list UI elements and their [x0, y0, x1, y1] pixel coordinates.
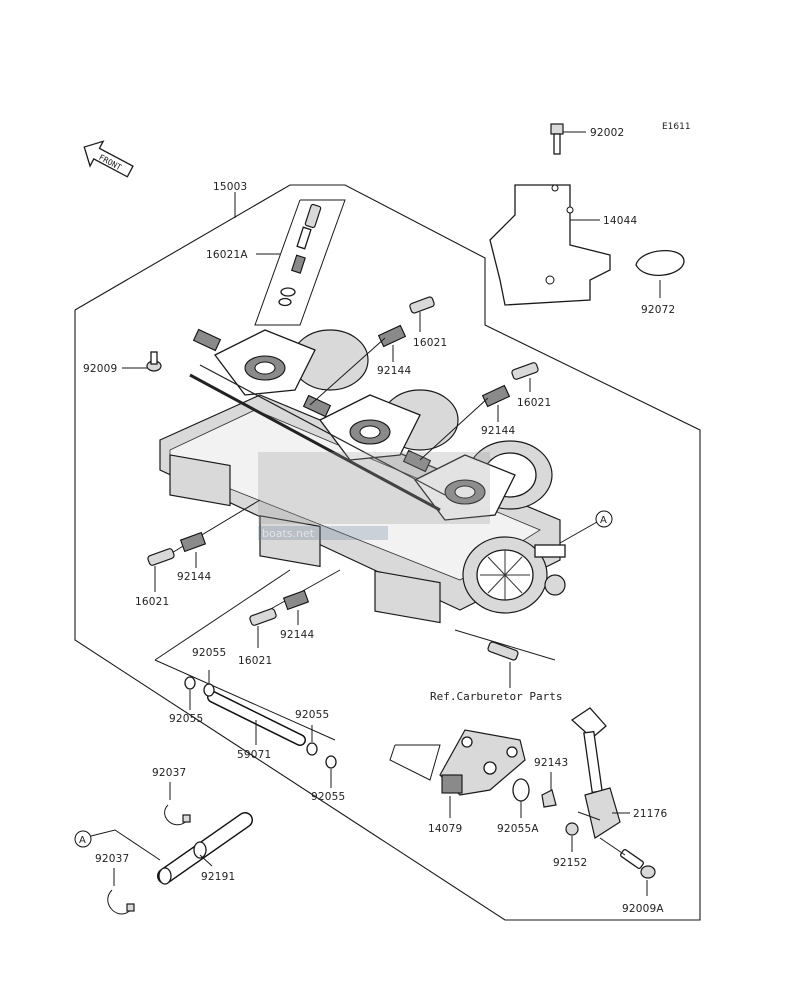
bracket-14079 — [439, 729, 526, 796]
callout-a-right-letter: A — [600, 515, 607, 526]
label-92144-left2: 92144 — [280, 629, 315, 641]
hose-92191 — [157, 812, 253, 885]
pipe-59071 — [207, 691, 306, 746]
oring-92055-a — [184, 676, 196, 690]
oring-92055-d — [325, 755, 337, 769]
spring-92144-left1 — [179, 531, 207, 553]
label-92072: 92072 — [641, 304, 675, 316]
label-92009: 92009 — [83, 363, 117, 375]
label-92055A: 92055A — [497, 823, 539, 835]
label-16021-left1: 16021 — [135, 596, 169, 608]
spring-92144-top1 — [377, 324, 407, 348]
label-92037-a: 92037 — [152, 767, 186, 779]
carb-bolt — [487, 641, 519, 661]
label-92144-top1: 92144 — [377, 365, 412, 377]
carburetor-assembly — [159, 328, 566, 624]
assembly-frame — [74, 184, 701, 921]
label-92055-c: 92055 — [295, 709, 329, 721]
screw-16021-top2 — [511, 362, 539, 380]
label-16021A: 16021A — [206, 249, 248, 261]
label-92143: 92143 — [534, 757, 568, 769]
screw-16021-left2 — [249, 608, 277, 626]
label-92152: 92152 — [553, 857, 587, 869]
callout-a-left-letter: A — [79, 835, 86, 846]
label-92037-b: 92037 — [95, 853, 129, 865]
callout-a-right — [595, 510, 613, 528]
screw-16021-left1 — [147, 548, 175, 566]
oring-92055-c — [306, 742, 318, 756]
pilot-screw-part — [278, 203, 322, 307]
clamp-92037-b — [107, 889, 135, 915]
bolt-92002 — [550, 123, 564, 155]
label-92055-a: 92055 — [169, 713, 203, 725]
screw-16021-top1 — [409, 296, 435, 314]
washer-92152 — [565, 822, 579, 836]
label-92144-left1: 92144 — [177, 571, 212, 583]
watermark-text: boats.net — [262, 527, 315, 540]
label-16021-top2: 16021 — [517, 397, 551, 409]
label-92055-d: 92055 — [311, 791, 345, 803]
lever-21176 — [570, 707, 621, 839]
label-16021-left2: 16021 — [238, 655, 272, 667]
diagram-code: E1611 — [662, 122, 691, 132]
ref-carburetor-parts: Ref.Carburetor Parts — [430, 690, 562, 703]
label-92002: 92002 — [590, 127, 624, 139]
clamp-92037-a — [164, 804, 191, 826]
label-92009A: 92009A — [622, 903, 664, 915]
oring-92055A — [512, 778, 530, 802]
spring-92144-left2 — [282, 589, 310, 611]
label-92191: 92191 — [201, 871, 235, 883]
label-14044: 14044 — [603, 215, 638, 227]
oring-92055-b — [203, 683, 215, 697]
label-14079: 14079 — [428, 823, 462, 835]
bracket-14044 — [489, 184, 611, 306]
label-21176: 21176 — [633, 808, 668, 820]
spring-92144-top2 — [481, 384, 511, 408]
front-arrow-icon: FRONT — [83, 140, 134, 178]
label-15003: 15003 — [213, 181, 247, 193]
label-92055-b: 92055 — [192, 647, 226, 659]
clamp-92072 — [635, 250, 685, 277]
callout-a-left — [74, 830, 92, 848]
clip-92143 — [541, 789, 557, 808]
label-16021-top1: 16021 — [413, 337, 447, 349]
bolt-92009A — [620, 848, 656, 879]
watermark-logo: boats.net — [258, 452, 490, 540]
screw-92009 — [146, 351, 162, 372]
label-92144-top2: 92144 — [481, 425, 516, 437]
label-59071: 59071 — [237, 749, 271, 761]
